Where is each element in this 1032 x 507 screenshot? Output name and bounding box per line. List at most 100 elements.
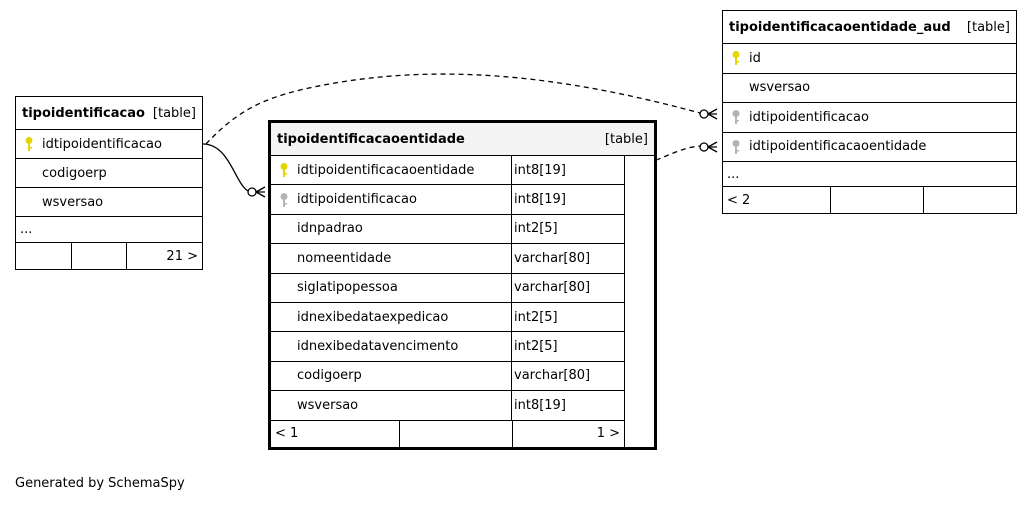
column-name: idnpadrao (297, 214, 512, 244)
table-footer: < 2 (723, 187, 1016, 213)
table-header: tipoidentificacaoentidade_aud [table] (723, 11, 1016, 44)
footer-cell (71, 243, 126, 269)
footer-cell: 21 > (126, 243, 202, 269)
key-slot (723, 44, 749, 73)
footer-cell: < 1 (275, 426, 299, 442)
column-name: idtipoidentificacao (749, 109, 869, 125)
column-type: int8[19] (514, 192, 566, 208)
relationship-line-dashed (205, 73, 701, 145)
footer-cell (16, 243, 71, 269)
table-header: tipoidentificacao [table] (16, 97, 202, 130)
column-row[interactable]: idtipoidentificacaoentidade (723, 133, 1016, 162)
relationship-end-marker (699, 141, 718, 153)
key-slot (271, 244, 297, 272)
column-type: varchar[80] (514, 280, 591, 296)
footer-cell (830, 187, 923, 213)
key-slot (16, 130, 42, 158)
column-name: idtipoidentificacaoentidade (749, 139, 927, 155)
column-type: int8[19] (514, 397, 566, 413)
column-type: int2[5] (514, 309, 558, 325)
column-name: wsversao (749, 80, 811, 96)
relationship-line (202, 143, 253, 193)
column-row[interactable]: wsversao (16, 188, 202, 217)
column-type: int2[5] (514, 221, 558, 237)
table-side-margin (625, 156, 654, 447)
ellipsis: ... (727, 166, 740, 182)
relationship-end-marker (247, 186, 266, 198)
key-slot (271, 274, 297, 302)
column-type: varchar[80] (514, 368, 591, 384)
column-list: idtipoidentificacao codigoerp wsversao (16, 130, 202, 217)
key-slot (271, 362, 297, 390)
column-name: wsversao (42, 194, 104, 210)
key-slot (723, 103, 749, 132)
foreign-key-icon (732, 110, 740, 125)
column-name: idtipoidentificacaoentidade (297, 156, 512, 185)
table-tipoidentificacaoentidade[interactable]: tipoidentificacaoentidade [table] idtipo… (268, 120, 657, 450)
column-name: idnexibedataexpedicao (297, 302, 512, 332)
table-tipoidentificacaoentidade-aud[interactable]: tipoidentificacaoentidade_aud [table] id… (722, 10, 1017, 214)
column-row[interactable]: idtipoidentificacao (16, 130, 202, 159)
relationship-line-dashed (629, 145, 701, 169)
column-row[interactable]: wsversao (723, 74, 1016, 103)
key-slot (271, 156, 297, 184)
column-name: wsversao (297, 391, 512, 420)
column-name: id (749, 50, 761, 66)
ellipsis: ... (20, 222, 33, 237)
column-row[interactable]: id (723, 44, 1016, 74)
column-name: siglatipopessoa (297, 273, 512, 302)
key-slot (271, 391, 297, 419)
table-tipoidentificacao[interactable]: tipoidentificacao [table] idtipoidentifi… (15, 96, 203, 270)
column-name: idnexibedatavencimento (297, 332, 512, 361)
table-kind: [table] (966, 19, 1010, 35)
column-name: idtipoidentificacao (297, 185, 512, 214)
key-slot (16, 159, 42, 187)
table-footer: < 1 1 > (271, 420, 624, 447)
table-header: tipoidentificacaoentidade [table] (271, 123, 654, 156)
key-slot (271, 303, 297, 331)
table-kind: [table] (604, 131, 648, 147)
generated-by-label: Generated by SchemaSpy (15, 476, 185, 491)
key-slot (271, 185, 297, 213)
key-slot (723, 74, 749, 103)
primary-key-icon (732, 51, 740, 66)
footer-cell (923, 187, 1016, 213)
column-type: varchar[80] (514, 250, 591, 266)
primary-key-icon (25, 137, 33, 151)
column-type: int2[5] (514, 339, 558, 355)
foreign-key-icon (280, 192, 288, 207)
foreign-key-icon (732, 139, 740, 154)
table-name: tipoidentificacaoentidade_aud (729, 19, 951, 35)
column-name: idtipoidentificacao (42, 136, 162, 152)
footer-cell (399, 420, 512, 447)
footer-cell: < 2 (727, 192, 751, 208)
table-kind: [table] (152, 105, 196, 121)
column-name: nomeentidade (297, 244, 512, 273)
column-row[interactable]: codigoerp (16, 159, 202, 188)
ellipsis-row: ... (723, 162, 1016, 187)
ellipsis-row: ... (16, 217, 202, 243)
column-list: id wsversao idtipoidentificacao idtipoident… (723, 44, 1016, 162)
column-name: codigoerp (42, 165, 107, 181)
key-slot (271, 215, 297, 243)
table-name: tipoidentificacaoentidade (277, 131, 465, 147)
key-slot (16, 188, 42, 216)
column-type: int8[19] (514, 162, 566, 178)
key-slot (723, 133, 749, 162)
table-footer: 21 > (16, 243, 202, 269)
column-row[interactable]: idtipoidentificacao (723, 103, 1016, 133)
footer-cell: 1 > (512, 420, 624, 447)
column-name: codigoerp (297, 361, 512, 391)
key-slot (271, 332, 297, 360)
